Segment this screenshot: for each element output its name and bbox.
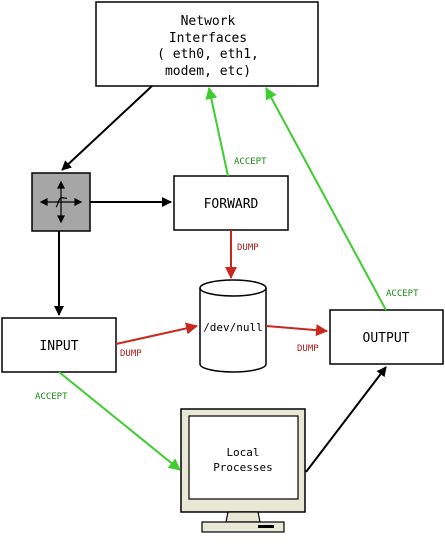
input-dump-label: DUMP [120,349,142,359]
forward-label: FORWARD [204,197,259,212]
monitor-icon [180,408,306,533]
edge-local-to-output [305,366,387,473]
output-node: OUTPUT [329,309,444,365]
input-label: INPUT [39,339,78,354]
output-label: OUTPUT [363,331,410,346]
edge-forward-accept [205,87,229,177]
output-dump-label: DUMP [297,344,319,354]
forward-accept-label: ACCEPT [234,157,267,167]
input-accept-label: ACCEPT [35,392,68,402]
dev-null-label: /dev/null [203,321,263,334]
edge-output-dump [265,324,328,337]
edge-output-accept [265,87,387,311]
local-processes-line-2: Processes [213,461,273,474]
output-accept-label: ACCEPT [386,289,419,299]
forward-node: FORWARD [173,175,289,231]
router-icon [39,180,83,224]
dev-null-node: /dev/null [199,279,267,373]
forward-dump-label: DUMP [237,243,259,253]
network-interfaces-node: Network Interfaces ( eth0, eth1, modem, … [95,1,319,87]
edge-input-dump [115,322,198,345]
router-node [31,172,91,232]
input-node: INPUT [1,317,117,373]
network-interfaces-line-3: ( eth0, eth1, [157,47,259,62]
local-processes-line-1: Local [226,446,259,459]
network-interfaces-line-2: Interfaces [169,31,247,46]
local-processes-node: Local Processes [180,408,306,533]
network-interfaces-line-4: modem, etc) [165,64,251,79]
network-interfaces-line-1: Network [181,14,236,29]
edge-interfaces-to-router [61,85,153,171]
edge-input-accept [58,371,181,471]
